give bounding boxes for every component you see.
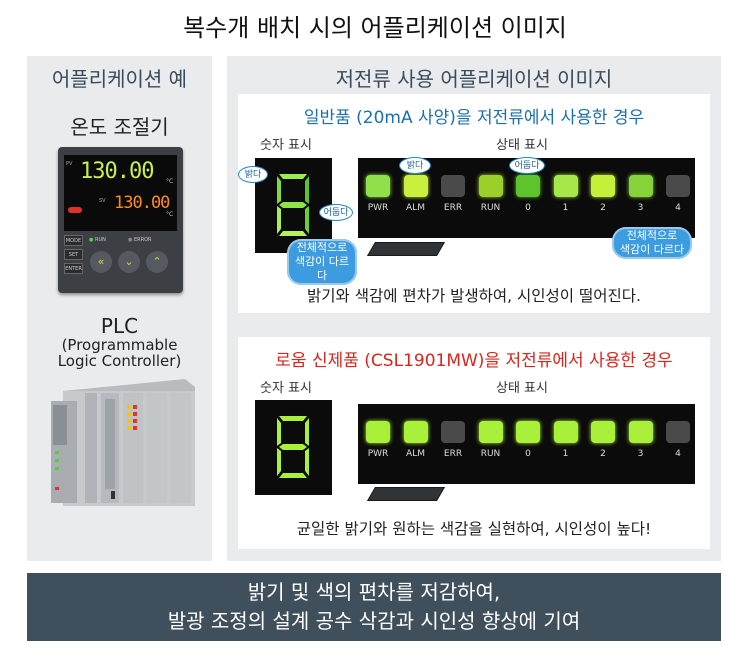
bubble-color-diff-2: 전체적으로 색감이 다르다 xyxy=(612,227,692,259)
status-led-3 xyxy=(628,421,653,443)
right-panel-title: 저전류 사용 어플리케이션 이미지 xyxy=(335,67,613,91)
set-button-label: SET xyxy=(68,252,79,258)
sv-unit: °C xyxy=(166,211,174,218)
status-led-2 xyxy=(591,421,615,443)
digit-8-icon xyxy=(277,174,309,236)
plc-device xyxy=(45,379,195,506)
digit-display-label: 숫자 표시 xyxy=(260,138,312,153)
mode-button[interactable]: MODE xyxy=(64,235,83,246)
sv-value: 130.00 xyxy=(114,193,170,213)
left-panel: 어플리케이션 예 온도 조절기 PV 130.00 °C SV 130.00 °… xyxy=(27,56,212,561)
enter-button-label: ENTER xyxy=(65,266,82,272)
status-led-label: 1 xyxy=(562,203,569,213)
status-led-run xyxy=(478,175,503,197)
pv-unit: °C xyxy=(166,178,174,185)
controller-display: PV 130.00 °C SV 130.00 °C xyxy=(64,155,177,231)
footer-banner: 밝기 및 색의 편차를 저감하여, 발광 조정의 설계 공수 삭감과 시인성 향… xyxy=(27,573,721,641)
status-panel-2: PWR ALM ERR RUN 0 1 2 3 4 xyxy=(358,404,695,484)
status-led-label: RUN xyxy=(480,203,501,213)
status-led-label: 3 xyxy=(637,203,644,213)
status-led-label: PWR xyxy=(367,203,389,213)
status-led-4 xyxy=(666,175,690,197)
set-button[interactable]: SET xyxy=(64,249,83,260)
status-led-label: 1 xyxy=(562,449,569,459)
left-arrow-button[interactable]: « xyxy=(90,251,112,273)
led-chip-1 xyxy=(366,242,446,256)
page-title: 복수개 배치 시의 어플리케이션 이미지 xyxy=(183,14,567,42)
temp-controller-device: PV 130.00 °C SV 130.00 °C MODE SET ENTER… xyxy=(58,147,183,293)
status-led-pwr xyxy=(366,421,390,443)
bubble-dark-digit: 어둡다 xyxy=(319,204,353,221)
status-led-label: ERR xyxy=(443,449,463,459)
up-arrow-button[interactable]: ⌃ xyxy=(146,251,168,273)
status-led-0 xyxy=(516,175,540,197)
status-led-label: 3 xyxy=(637,449,644,459)
bubble-bright-digit: 밝다 xyxy=(238,166,268,183)
status-led-pwr xyxy=(366,175,390,197)
status-led-run xyxy=(478,421,503,443)
led-chip-2 xyxy=(366,487,446,501)
status-led-3 xyxy=(628,175,653,197)
new-product-note: 균일한 밝기와 원하는 색감을 실현하여, 시인성이 높다! xyxy=(296,520,652,538)
status-led-1 xyxy=(553,175,578,197)
status-led-label: ALM xyxy=(406,203,425,213)
footer-line-2: 발광 조정의 설계 공수 삭감과 시인성 향상에 기여 xyxy=(167,609,581,633)
down-arrow-button[interactable]: ⌄ xyxy=(118,251,140,273)
mode-button-label: MODE xyxy=(65,238,82,244)
digit-display-label-2: 숫자 표시 xyxy=(260,381,312,396)
run-label: RUN xyxy=(94,237,106,243)
plc-subtitle-1: (Programmable xyxy=(61,336,178,354)
status-led-2 xyxy=(591,175,615,197)
key-icon xyxy=(68,207,82,213)
right-panel: 저전류 사용 어플리케이션 이미지 일반품 (20mA 사양)을 저전류에서 사… xyxy=(227,56,721,561)
bubble-bright-status: 밝다 xyxy=(399,157,431,174)
status-led-4 xyxy=(666,421,690,443)
digit-display-2 xyxy=(255,400,332,495)
status-led-label: 0 xyxy=(525,203,531,213)
plc-illustration xyxy=(51,379,195,506)
status-led-label: PWR xyxy=(367,449,389,459)
conventional-card: 일반품 (20mA 사양)을 저전류에서 사용한 경우 숫자 표시 상태 표시 … xyxy=(238,94,710,313)
error-label: ERROR xyxy=(133,237,152,243)
pv-label: PV xyxy=(66,161,73,167)
status-led-err xyxy=(441,175,465,197)
status-led-label: 2 xyxy=(600,449,606,459)
status-led-label: 2 xyxy=(600,203,606,213)
new-product-card: 로움 신제품 (CSL1901MW)을 저전류에서 사용한 경우 숫자 표시 상… xyxy=(238,337,710,549)
status-led-label: 4 xyxy=(675,449,681,459)
plc-title: PLC xyxy=(100,314,139,338)
footer-line-1: 밝기 및 색의 편차를 저감하여, xyxy=(247,580,501,604)
conventional-heading: 일반품 (20mA 사양)을 저전류에서 사용한 경우 xyxy=(303,108,645,128)
enter-button[interactable]: ENTER xyxy=(64,263,83,274)
sv-label: SV xyxy=(99,198,106,204)
status-display-label-2: 상태 표시 xyxy=(496,381,548,396)
run-indicator: ● RUN xyxy=(89,237,106,243)
status-display-label: 상태 표시 xyxy=(496,138,548,153)
status-led-label: RUN xyxy=(480,449,501,459)
status-led-label: ALM xyxy=(406,449,425,459)
status-led-label: ERR xyxy=(443,203,463,213)
error-indicator: ● ERROR xyxy=(128,237,152,243)
temp-controller-label: 온도 조절기 xyxy=(70,115,169,139)
conventional-note: 밝기와 색감에 편차가 발생하여, 시인성이 떨어진다. xyxy=(307,287,641,305)
status-led-alm xyxy=(403,421,428,443)
controller-buttons: MODE SET ENTER ● RUN ● ERROR « ⌄ ⌃ xyxy=(64,235,177,289)
status-led-alm xyxy=(403,175,428,197)
status-led-err xyxy=(441,421,465,443)
pv-value: 130.00 xyxy=(80,159,154,184)
new-product-heading: 로움 신제품 (CSL1901MW)을 저전류에서 사용한 경우 xyxy=(275,351,673,371)
status-led-label: 0 xyxy=(525,449,531,459)
bubble-dark-status: 어둡다 xyxy=(509,157,545,174)
digit-8-uniform-icon xyxy=(277,416,309,478)
plc-subtitle-2: Logic Controller) xyxy=(57,352,182,370)
bubble-color-diff-2-text: 전체적으로 색감이 다르다 xyxy=(619,229,685,256)
status-led-1 xyxy=(553,421,578,443)
left-panel-title: 어플리케이션 예 xyxy=(51,67,188,91)
status-led-label: 4 xyxy=(675,203,681,213)
bubble-color-diff-1-text: 전체적으로 색감이 다르다 xyxy=(294,241,350,282)
status-led-0 xyxy=(516,421,540,443)
bubble-color-diff-1: 전체적으로 색감이 다르다 xyxy=(287,239,357,285)
